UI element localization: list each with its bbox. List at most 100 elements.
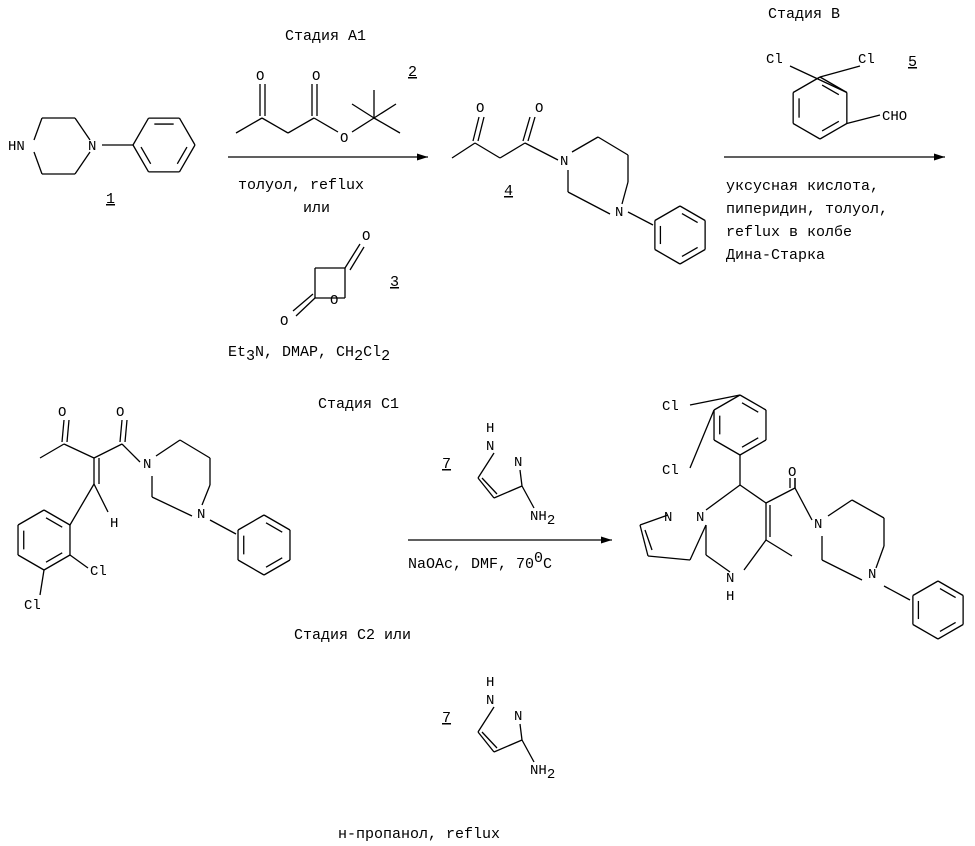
bond — [125, 420, 127, 442]
bond — [598, 137, 628, 155]
atom-o: O — [788, 465, 796, 481]
stage-c2-label: Стадия С2 или — [294, 627, 411, 644]
bond — [473, 117, 479, 141]
bond — [70, 484, 94, 525]
bond — [478, 707, 494, 732]
bond — [766, 488, 795, 503]
bond — [820, 66, 860, 77]
bond — [494, 740, 522, 752]
atom-h: H — [486, 421, 494, 437]
bond — [202, 485, 210, 505]
bond-lines — [18, 66, 963, 762]
stage-a1-label: Стадия А1 — [285, 28, 366, 45]
bond — [690, 525, 706, 560]
bond — [94, 444, 122, 458]
atom-o: O — [535, 101, 543, 117]
atom-n: N — [615, 205, 623, 221]
bond — [828, 500, 852, 516]
bond — [34, 152, 42, 174]
bond — [94, 484, 108, 512]
condition-b-line: уксусная кислота, — [726, 178, 879, 195]
bond — [18, 510, 44, 525]
bond — [655, 250, 680, 265]
compound-label-7: 7 — [442, 456, 451, 473]
bond — [262, 118, 288, 133]
atom-n: N — [486, 693, 494, 709]
bond — [352, 104, 374, 118]
bond — [740, 440, 766, 455]
atom-n: N — [197, 507, 205, 523]
bond — [264, 515, 290, 530]
bond — [75, 118, 90, 140]
bond — [374, 104, 396, 118]
bond — [478, 117, 484, 141]
condition-b-line: reflux в колбе — [726, 224, 852, 241]
bond — [238, 560, 264, 575]
condition-a1-alt: Et3N, DMAP, CH2Cl2 — [228, 344, 390, 365]
bond — [180, 145, 196, 172]
bond — [352, 118, 374, 132]
arrow-head — [601, 537, 612, 544]
atom-nh2: NH2 — [530, 509, 555, 529]
compound-label-4: 4 — [504, 183, 513, 200]
bond — [572, 137, 598, 152]
stage-b-label: Стадия В — [768, 6, 840, 23]
atom-o: O — [340, 131, 348, 147]
atom-cl: Cl — [858, 52, 875, 68]
bond — [18, 555, 44, 570]
arrow-head — [934, 154, 945, 161]
bond — [795, 488, 812, 520]
bond — [706, 555, 730, 572]
bond — [568, 192, 610, 214]
bond — [938, 581, 963, 596]
bond — [264, 560, 290, 575]
atom-n: N — [560, 154, 568, 170]
bond — [640, 525, 648, 556]
bond — [500, 143, 525, 158]
atom-h: H — [726, 589, 734, 605]
atom-o: O — [330, 293, 338, 309]
bond — [690, 410, 714, 468]
condition-a1-or: или — [303, 200, 330, 217]
compound-label-7: 7 — [442, 710, 451, 727]
compound-label-3: 3 — [390, 274, 399, 291]
bond — [133, 118, 149, 145]
atom-n: N — [486, 439, 494, 455]
compound-label-2: 2 — [408, 64, 417, 81]
atom-o: O — [476, 101, 484, 117]
bond — [884, 586, 910, 600]
bond — [706, 485, 740, 510]
atom-n: N — [868, 567, 876, 583]
bond — [350, 247, 364, 270]
bond — [236, 118, 262, 133]
bond — [345, 244, 360, 268]
bond — [622, 182, 628, 204]
bond — [62, 420, 64, 442]
atom-n: N — [726, 571, 734, 587]
bond — [152, 497, 192, 516]
atom-n: N — [814, 517, 822, 533]
bond — [180, 440, 210, 458]
bond — [70, 555, 88, 568]
bond — [238, 515, 264, 530]
atom-cl: Cl — [766, 52, 783, 68]
atom-cho: CHO — [882, 109, 907, 125]
bond — [740, 485, 766, 503]
atom-o: O — [116, 405, 124, 421]
atom-n: N — [514, 709, 522, 725]
bond — [210, 520, 236, 534]
bond — [180, 118, 196, 145]
bond — [122, 444, 140, 462]
bond — [876, 546, 884, 568]
condition-b-line: Дина-Старка — [726, 247, 825, 264]
condition-c1: NaOAc, DMF, 700C — [408, 550, 552, 573]
atom-o: O — [256, 69, 264, 85]
bond — [680, 206, 705, 221]
bond — [628, 212, 653, 225]
bond — [67, 420, 69, 442]
bond — [520, 470, 522, 486]
bond — [655, 206, 680, 221]
atom-cl: Cl — [24, 598, 41, 614]
bond — [790, 66, 847, 93]
bond — [64, 444, 94, 458]
